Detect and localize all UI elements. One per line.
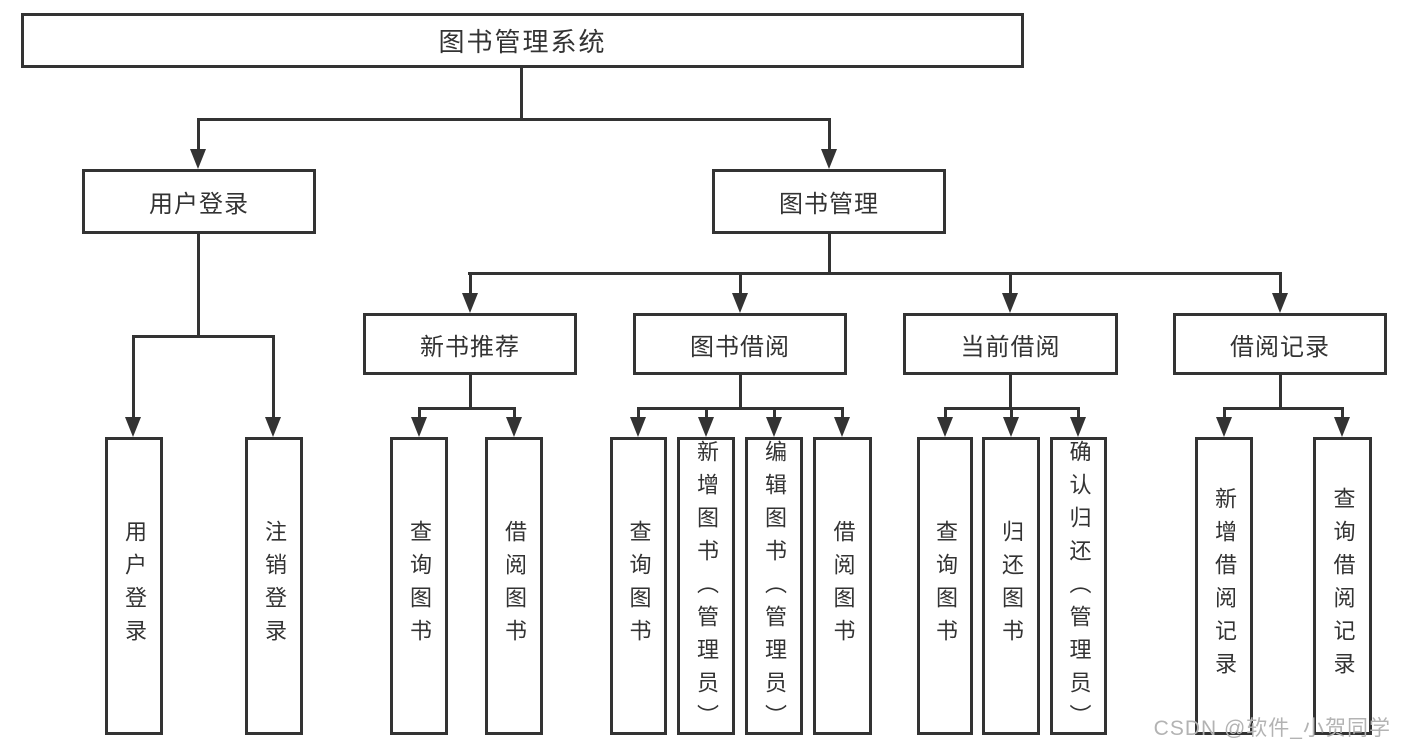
csdn-watermark: CSDN @软件_小贺同学 [1153,717,1391,740]
leaf-nb-borrow-books: 借阅图书 [485,437,543,735]
node-book-borrow: 图书借阅 [633,313,847,375]
leaf-cur-confirm-return-admin: 确认归还（管理员） [1050,437,1107,737]
connector-line [418,407,421,421]
connector-line [197,118,831,121]
connector-line [1223,407,1226,421]
connector-line [637,407,640,421]
connector-line [828,118,831,151]
connector-line [705,407,708,421]
arrowhead [125,417,141,437]
arrowhead [834,417,850,437]
arrowhead [1002,293,1018,313]
arrowhead [265,417,281,437]
arrowhead [1216,417,1232,437]
node-borrow-records: 借阅记录 [1173,313,1387,375]
connector-line [828,234,831,275]
arrowhead [732,293,748,313]
connector-line [469,375,472,410]
arrowhead [766,417,782,437]
node-book-management: 图书管理 [712,169,946,234]
node-new-book-recommend: 新书推荐 [363,313,577,375]
arrowhead [698,417,714,437]
connector-line [841,407,844,421]
connector-line [468,272,1282,275]
node-current-borrow: 当前借阅 [903,313,1118,375]
leaf-rec-add-record: 新增借阅记录 [1195,437,1253,735]
connector-line [944,407,947,421]
arrowhead [1334,417,1350,437]
arrowhead [411,417,427,437]
connector-line [739,272,742,297]
connector-line [520,68,523,120]
connector-line [469,272,472,297]
connector-line [197,233,200,338]
connector-line [1077,407,1080,421]
connector-line [513,407,516,421]
connector-line [739,375,742,410]
connector-line [1009,375,1012,410]
connector-line [272,335,275,419]
leaf-bw-add-books-admin: 新增图书（管理员） [677,437,735,737]
connector-line [418,407,516,410]
connector-line [197,118,200,151]
leaf-nb-query-books: 查询图书 [390,437,448,735]
leaf-bw-borrow-books: 借阅图书 [813,437,872,735]
arrowhead [190,149,206,169]
connector-line [773,407,776,421]
node-root: 图书管理系统 [21,13,1024,68]
leaf-bw-query-books: 查询图书 [610,437,667,735]
connector-line [132,335,275,338]
arrowhead [1070,417,1086,437]
leaf-cur-query-books: 查询图书 [917,437,973,735]
arrowhead [821,149,837,169]
arrowhead [937,417,953,437]
arrowhead [1003,417,1019,437]
connector-line [637,407,844,410]
connector-line [1010,407,1013,421]
arrowhead [1272,293,1288,313]
leaf-user-login: 用户登录 [105,437,163,735]
connector-line [1223,407,1344,410]
connector-line [1009,272,1012,297]
leaf-bw-edit-books-admin: 编辑图书（管理员） [745,437,803,737]
leaf-logout: 注销登录 [245,437,303,735]
leaf-cur-return-books: 归还图书 [982,437,1040,735]
arrowhead [506,417,522,437]
arrowhead [630,417,646,437]
arrowhead [462,293,478,313]
node-user-login: 用户登录 [82,169,316,234]
connector-line [132,335,135,419]
leaf-rec-query-record: 查询借阅记录 [1313,437,1372,735]
connector-line [1279,272,1282,297]
connector-line [1279,375,1282,410]
connector-line [1341,407,1344,421]
